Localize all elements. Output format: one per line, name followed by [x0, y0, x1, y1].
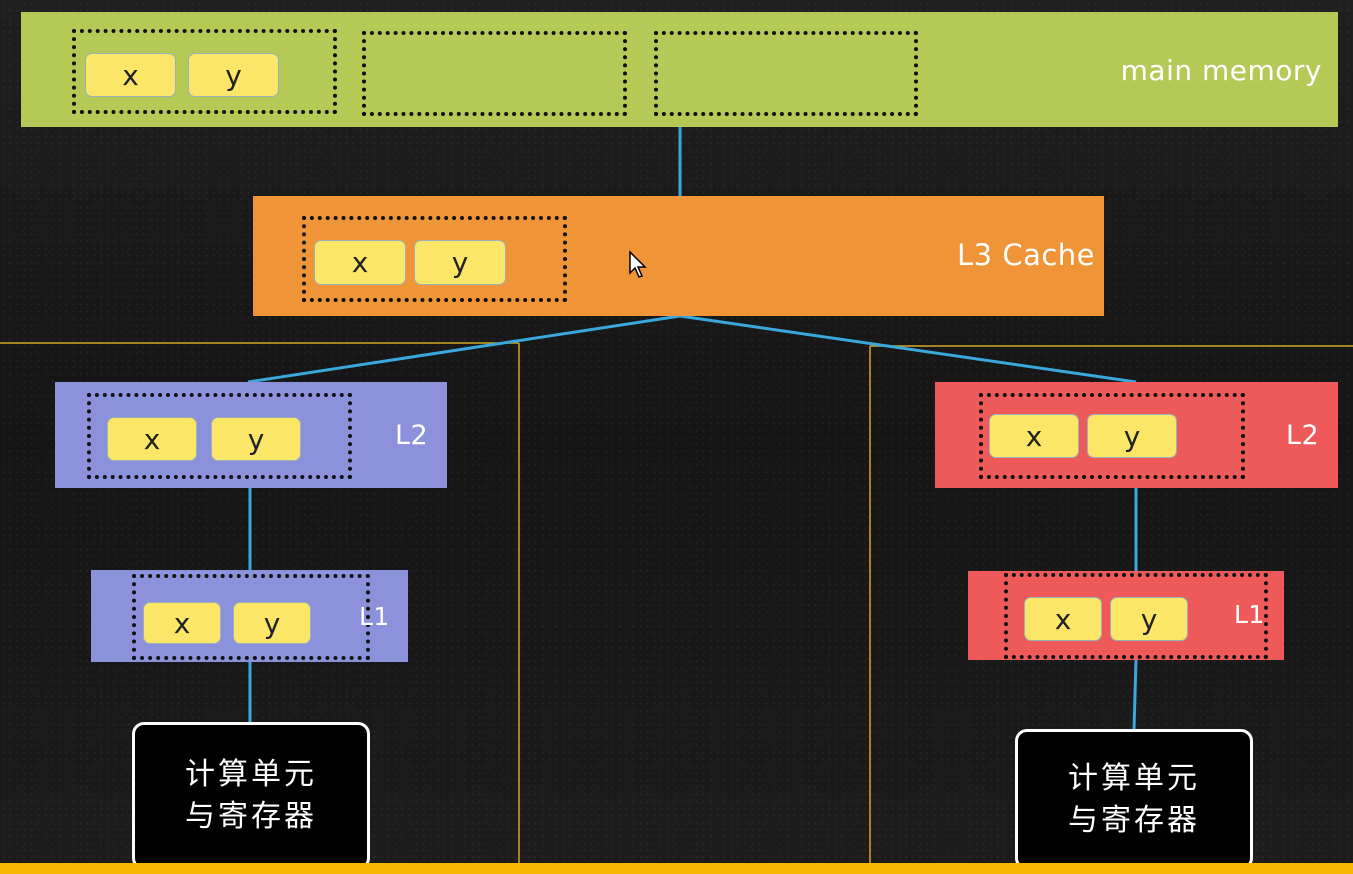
main-memory-label: main memory [1120, 54, 1322, 87]
l3-right-l2-link [679, 314, 1137, 384]
memory-cache-line-3 [654, 31, 918, 116]
variable-x: x [85, 53, 176, 97]
variable-y: y [188, 53, 279, 97]
left-l1-label: L1 [359, 602, 390, 631]
variable-y: y [414, 240, 506, 285]
left-l1-cache-block: x y L1 [91, 570, 408, 662]
l3-cache-label: L3 Cache [957, 238, 1096, 272]
right-l1-label: L1 [1234, 600, 1265, 629]
variable-x: x [989, 414, 1079, 458]
compute-unit-line-2: 与寄存器 [185, 799, 317, 834]
variable-y: y [1110, 597, 1188, 641]
compute-unit-line-1: 计算单元 [185, 757, 317, 792]
variable-x: x [314, 240, 406, 285]
right-l2-cache-line: x y [979, 393, 1245, 479]
left-l2-label: L2 [395, 420, 429, 451]
left-compute-unit: 计算单元 与寄存器 [132, 722, 370, 870]
variable-x: x [1024, 597, 1102, 641]
right-l2-label: L2 [1286, 420, 1320, 451]
memory-cache-line-2 [362, 31, 627, 116]
l3-left-l2-link [247, 314, 681, 384]
right-l2-cache-block: x y L2 [935, 382, 1338, 488]
right-l1-cache-line: x y [1004, 573, 1268, 659]
mouse-cursor-icon [629, 250, 647, 278]
right-l1-unit-link [1132, 659, 1138, 730]
left-l2-cache-block: x y L2 [55, 382, 447, 488]
memory-cache-line-1: x y [72, 29, 337, 114]
variable-x: x [143, 602, 221, 644]
l3-cache-block: x y L3 Cache [253, 196, 1104, 316]
bottom-accent-bar [0, 863, 1353, 874]
compute-unit-line-1: 计算单元 [1068, 760, 1200, 796]
variable-x: x [107, 417, 197, 461]
variable-y: y [1087, 414, 1177, 458]
compute-unit-line-2: 与寄存器 [1068, 802, 1200, 838]
variable-y: y [211, 417, 301, 461]
l3-cache-line: x y [302, 216, 567, 302]
main-memory-block: x y main memory [21, 12, 1338, 127]
right-compute-unit: 计算单元 与寄存器 [1015, 729, 1253, 870]
left-l2-cache-line: x y [87, 393, 352, 479]
left-l1-cache-line: x y [132, 574, 370, 660]
right-l1-cache-block: x y L1 [968, 571, 1284, 660]
variable-y: y [233, 602, 311, 644]
